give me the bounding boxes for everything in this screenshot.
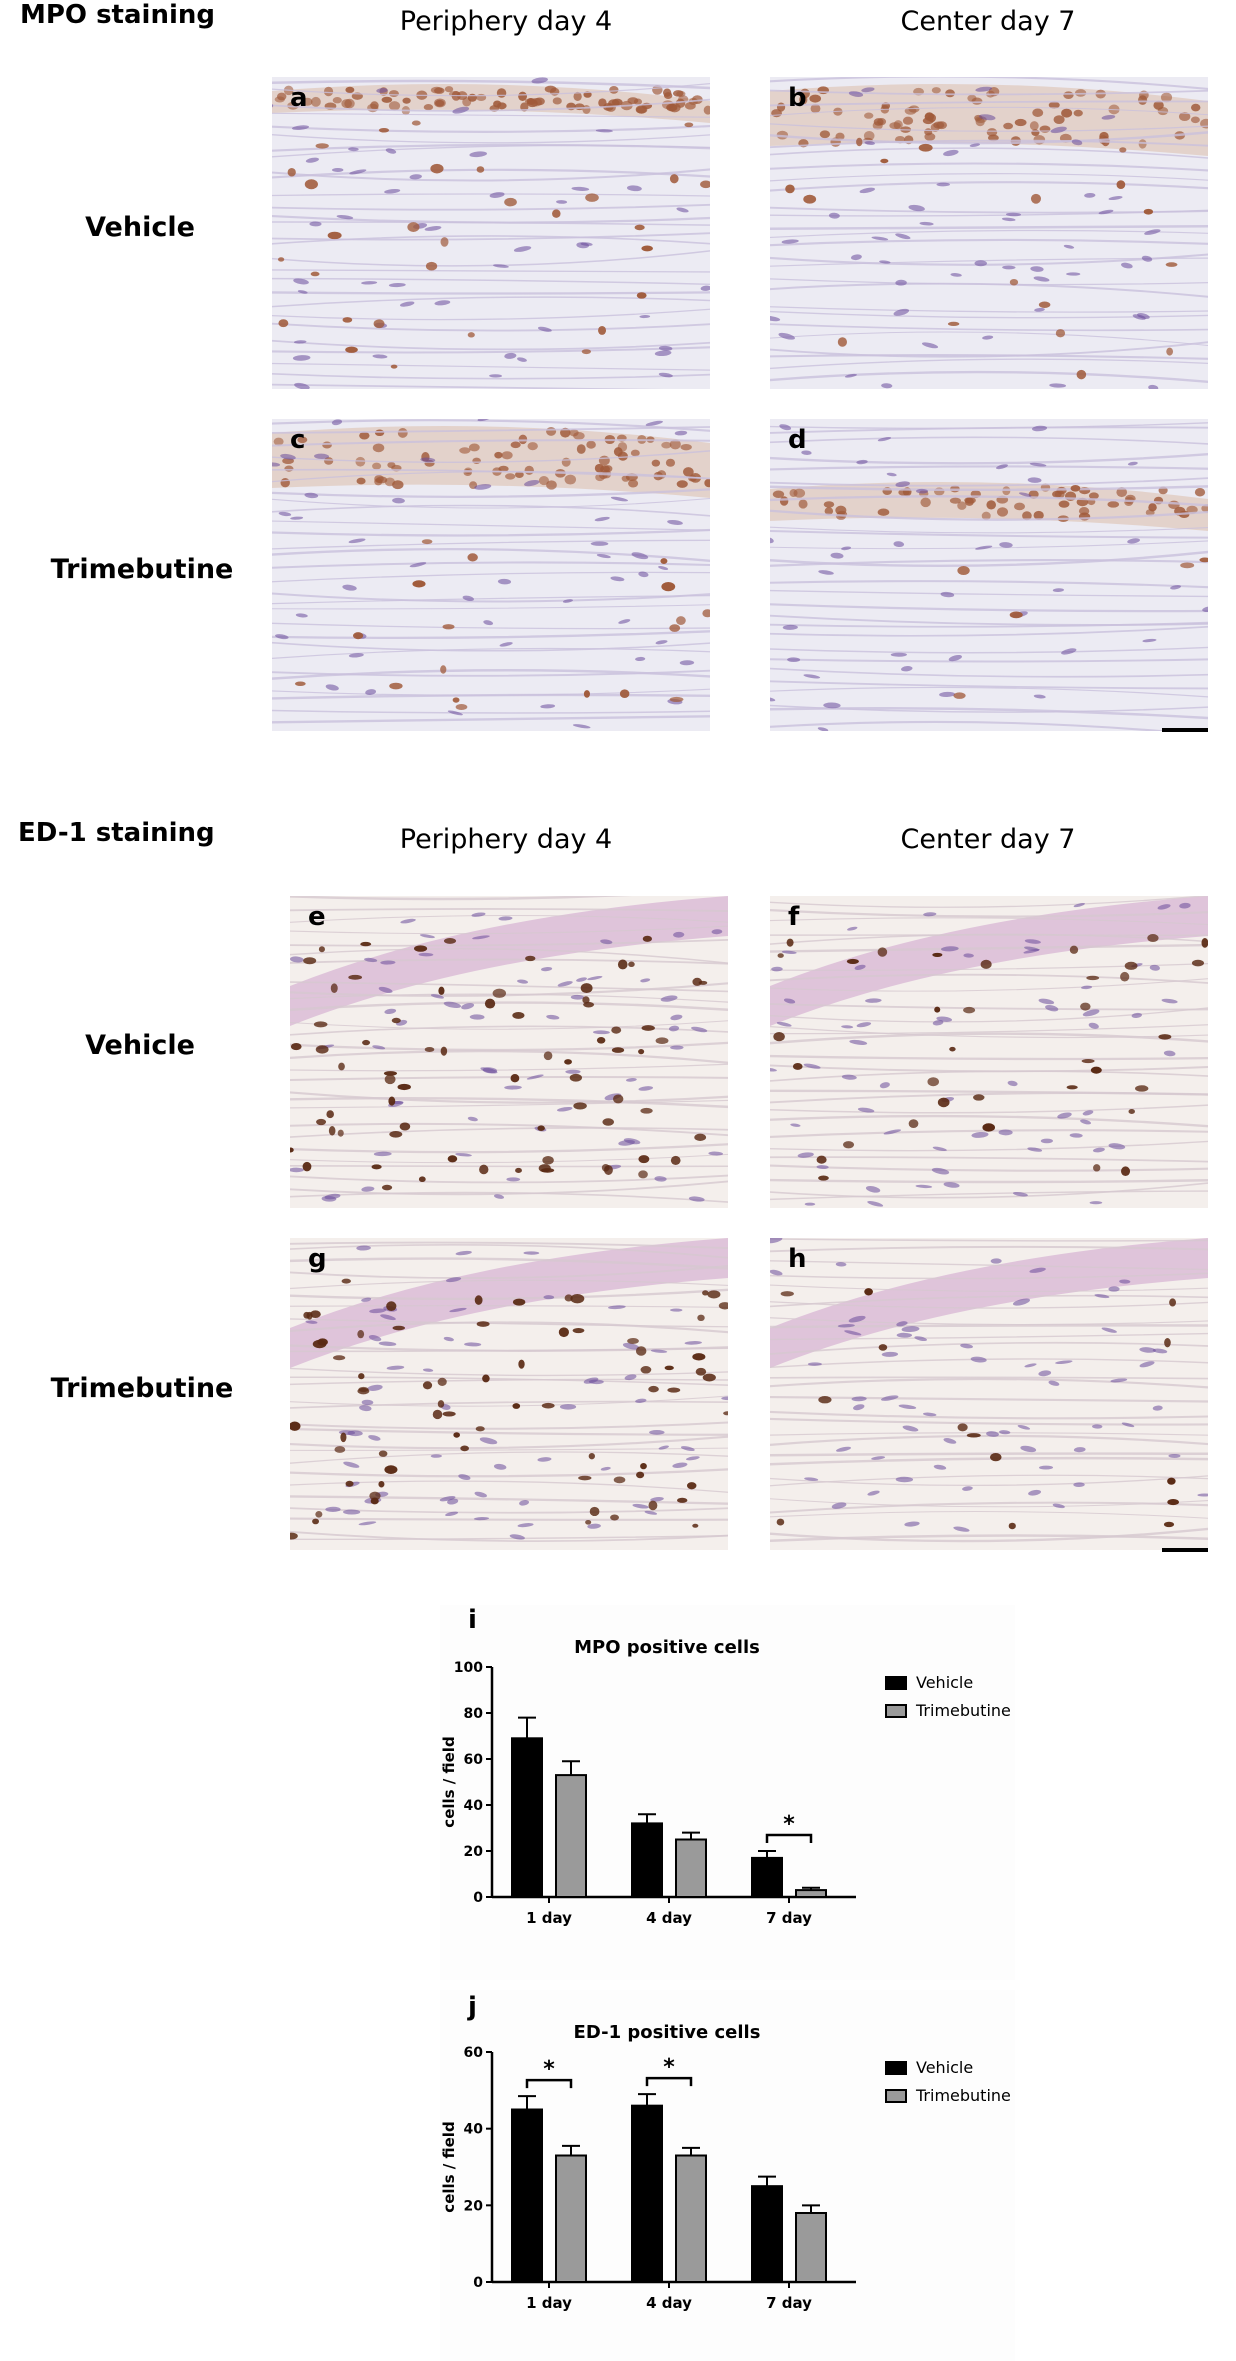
chart-i-title: MPO positive cells bbox=[574, 1637, 760, 1658]
chart-j-bar bbox=[751, 2185, 783, 2284]
chart-i-xtick-label: 1 day bbox=[526, 1909, 572, 1927]
mpo-panel-b: b bbox=[770, 77, 1208, 389]
ed1-panel-e: e bbox=[290, 896, 728, 1208]
ed1-panel-h: h bbox=[770, 1238, 1208, 1550]
chart-j-xtick-label: 4 day bbox=[646, 2294, 692, 2312]
mpo-panel-a-image bbox=[272, 77, 710, 389]
mpo-panel-c-image bbox=[272, 419, 710, 731]
chart-j-bar bbox=[675, 2154, 707, 2283]
chart-i-significance-star: * bbox=[783, 1812, 795, 1837]
chart-i-bar bbox=[555, 1774, 587, 1899]
panel-letter-a: a bbox=[290, 83, 308, 113]
chart-j-bar bbox=[795, 2212, 827, 2283]
chart-i-bar bbox=[795, 1889, 827, 1899]
chart-j-legend-swatch bbox=[885, 2089, 907, 2103]
panel-letter-h: h bbox=[788, 1244, 807, 1274]
ed1-row-label-trimebutine: Trimebutine bbox=[50, 1373, 234, 1404]
chart-j-ytick-label: 40 bbox=[464, 2122, 484, 2138]
mpo-col-title-center: Center day 7 bbox=[900, 6, 1076, 37]
chart-i-ytick-label: 80 bbox=[464, 1706, 484, 1722]
chart-j-title: ED-1 positive cells bbox=[574, 2022, 761, 2043]
panel-letter-e: e bbox=[308, 902, 326, 932]
mpo-col-title-periphery: Periphery day 4 bbox=[399, 6, 613, 37]
chart-i-ytick-label: 40 bbox=[464, 1798, 484, 1814]
chart-j-xtick-label: 1 day bbox=[526, 2294, 572, 2312]
chart-j-legend-swatch bbox=[885, 2061, 907, 2075]
chart-j-ytick-label: 0 bbox=[473, 2275, 483, 2291]
chart-i-ytick-label: 20 bbox=[464, 1844, 484, 1860]
chart-i-ytick-label: 0 bbox=[473, 1890, 483, 1906]
chart-j-legend-label: Vehicle bbox=[916, 2058, 973, 2077]
chart-i-significance-bracket bbox=[765, 1833, 813, 1843]
mpo-row-label-trimebutine: Trimebutine bbox=[50, 554, 234, 585]
chart-letter-j: j bbox=[468, 1992, 477, 2022]
ed1-panel-g: g bbox=[290, 1238, 728, 1550]
chart-i-legend-label: Vehicle bbox=[916, 1673, 973, 1692]
chart-j-ylabel: cells / field bbox=[440, 2121, 458, 2212]
chart-i-container: i MPO positive cells cells / field 0 20 40 60… bbox=[440, 1605, 1015, 1980]
chart-i-xtick-label: 4 day bbox=[646, 1909, 692, 1927]
chart-i-legend-swatch bbox=[885, 1676, 907, 1690]
ed1-section-title: ED-1 staining bbox=[18, 818, 215, 848]
ed1-col-title-center: Center day 7 bbox=[900, 824, 1076, 855]
chart-j-container: j ED-1 positive cells cells / field 0 20 40 6… bbox=[440, 1990, 1015, 2361]
chart-j-ytick-label: 60 bbox=[464, 2045, 484, 2061]
chart-letter-i: i bbox=[468, 1605, 477, 1635]
mpo-panel-d: d bbox=[770, 419, 1208, 731]
panel-letter-d: d bbox=[788, 425, 807, 455]
chart-i-legend-swatch bbox=[885, 1704, 907, 1718]
chart-j-ytick-label: 20 bbox=[464, 2198, 484, 2214]
chart-j-xtick-label: 7 day bbox=[766, 2294, 812, 2312]
panel-letter-c: c bbox=[290, 425, 306, 455]
chart-ed1-positive-cells: ED-1 positive cells cells / field 0 20 40 60 1… bbox=[440, 2022, 1011, 2312]
mpo-panel-d-image bbox=[770, 419, 1208, 731]
mpo-panel-c: c bbox=[272, 419, 710, 731]
ed1-panel-h-image bbox=[770, 1238, 1208, 1550]
ed1-row-label-vehicle: Vehicle bbox=[85, 1030, 195, 1061]
chart-i-bar bbox=[675, 1838, 707, 1898]
ed1-col-title-periphery: Periphery day 4 bbox=[399, 824, 613, 855]
ed1-scale-bar bbox=[1162, 1548, 1208, 1552]
chart-i-ytick-label: 100 bbox=[454, 1660, 483, 1676]
mpo-section-title: MPO staining bbox=[20, 0, 215, 30]
chart-j-significance-star: * bbox=[663, 2055, 675, 2080]
chart-j-bar bbox=[511, 2108, 543, 2283]
chart-i-bar bbox=[751, 1856, 783, 1898]
chart-i-ylabel: cells / field bbox=[440, 1736, 458, 1827]
ed1-panel-f: f bbox=[770, 896, 1208, 1208]
chart-mpo-positive-cells: MPO positive cells cells / field 0 20 40 60 80… bbox=[440, 1637, 1011, 1927]
chart-j-bar bbox=[555, 2154, 587, 2283]
chart-j-significance-star: * bbox=[543, 2057, 555, 2082]
chart-i-bar bbox=[511, 1737, 543, 1898]
panel-letter-b: b bbox=[788, 83, 807, 113]
chart-j-legend-label: Trimebutine bbox=[915, 2086, 1011, 2105]
chart-j-significance-bracket bbox=[525, 2078, 573, 2089]
ed1-panel-f-image bbox=[770, 896, 1208, 1208]
ed1-panel-e-image bbox=[290, 896, 728, 1208]
mpo-panel-a: a bbox=[272, 77, 710, 389]
chart-i-xtick-label: 7 day bbox=[766, 1909, 812, 1927]
mpo-scale-bar bbox=[1162, 728, 1208, 732]
mpo-panel-b-image bbox=[770, 77, 1208, 389]
chart-j-significance-bracket bbox=[645, 2076, 693, 2087]
chart-i-ytick-label: 60 bbox=[464, 1752, 484, 1768]
panel-letter-g: g bbox=[308, 1244, 327, 1274]
mpo-row-label-vehicle: Vehicle bbox=[85, 212, 195, 243]
chart-i-bar bbox=[631, 1822, 663, 1898]
panel-letter-f: f bbox=[788, 902, 800, 932]
ed1-panel-g-image bbox=[290, 1238, 728, 1550]
chart-i-legend-label: Trimebutine bbox=[915, 1701, 1011, 1720]
chart-j-bar bbox=[631, 2104, 663, 2283]
